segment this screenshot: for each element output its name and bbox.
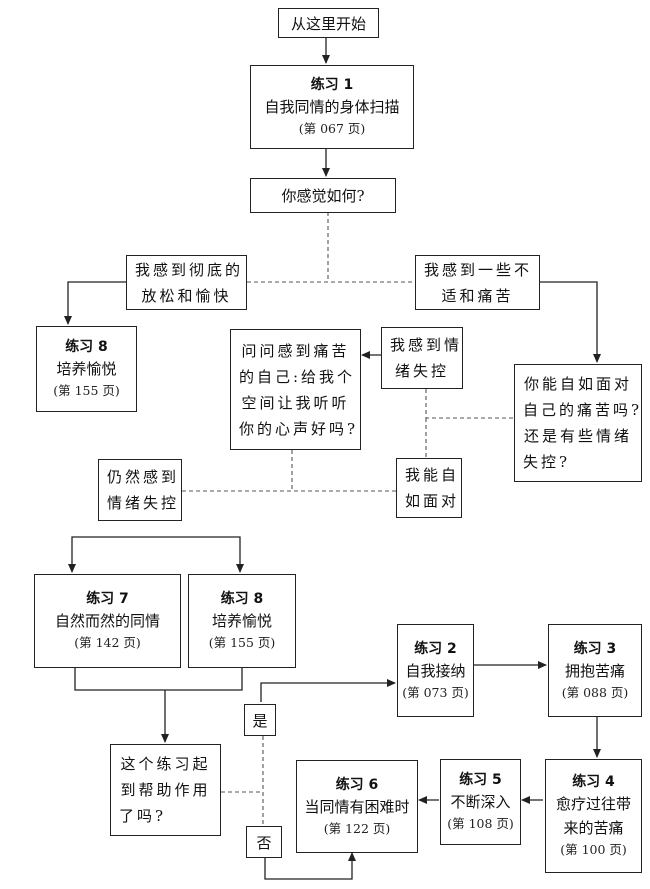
exercise-5-title: 练习 5 xyxy=(459,772,502,788)
helped-line-1: 这个练习起 xyxy=(120,755,211,773)
can-face-line-2: 如面对 xyxy=(405,492,460,510)
did-it-help-box: 这个练习起 到帮助作用 了吗? xyxy=(110,744,221,836)
discomfort-line-1: 我感到一些不 xyxy=(424,260,533,279)
exercise-2-box: 练习 2 自我接纳 (第 073 页) xyxy=(397,624,474,717)
exercise-2-name: 自我接纳 xyxy=(405,661,466,680)
start-box: 从这里开始 xyxy=(278,8,379,38)
exercise-8-top-name: 培养愉悦 xyxy=(56,360,117,378)
exercise-4-title: 练习 4 xyxy=(572,774,615,790)
exercise-1-box: 练习 1 自我同情的身体扫描 (第 067 页) xyxy=(250,65,414,149)
face-line-4: 失控? xyxy=(523,453,571,471)
exercise-1-title: 练习 1 xyxy=(310,77,354,93)
arrow-relaxed-to-ex8 xyxy=(64,281,126,325)
ask-line-1: 问问感到痛苦 xyxy=(241,341,350,360)
exercise-7-page: (第 142 页) xyxy=(74,635,141,650)
relaxed-line-1: 我感到彻底的 xyxy=(135,260,244,279)
ask-suffering-self-box: 问问感到痛苦 的自己:给我个 空间让我听听 你的心声好吗? xyxy=(230,329,361,450)
exercise-8-mid-name: 培养愉悦 xyxy=(211,612,272,630)
relaxed-box: 我感到彻底的 放松和愉快 xyxy=(126,255,247,310)
discomfort-box: 我感到一些不 适和痛苦 xyxy=(415,255,540,310)
arrow-yes-to-ex2 xyxy=(260,679,396,702)
still-overwhelmed-box: 仍然感到 情绪失控 xyxy=(98,459,182,521)
exercise-7-box: 练习 7 自然而然的同情 (第 142 页) xyxy=(34,574,181,668)
exercise-8-top-title: 练习 8 xyxy=(65,339,108,355)
exercise-3-box: 练习 3 拥抱苦痛 (第 088 页) xyxy=(548,624,642,717)
exercise-6-box: 练习 6 当同情有困难时 (第 122 页) xyxy=(296,760,418,853)
discomfort-line-2: 适和痛苦 xyxy=(441,286,514,305)
helped-line-3: 了吗? xyxy=(119,807,167,825)
can-you-face-box: 你能自如面对 自己的痛苦吗? 还是有些情绪 失控? xyxy=(514,364,642,482)
exercise-4-page: (第 100 页) xyxy=(560,842,627,857)
exercise-6-page: (第 122 页) xyxy=(323,820,391,836)
exercise-4-name-line-2: 来的苦痛 xyxy=(563,819,624,837)
exercise-6-name: 当同情有困难时 xyxy=(304,797,410,816)
exercise-2-title: 练习 2 xyxy=(414,640,457,657)
yes-label-box: 是 xyxy=(244,704,276,736)
still-line-2: 情绪失控 xyxy=(107,494,180,512)
arrow-no-to-ex6 xyxy=(264,852,356,880)
how-do-you-feel-box: 你感觉如何? xyxy=(250,178,396,213)
exercise-3-title: 练习 3 xyxy=(573,640,617,657)
arrow-still-to-ex7 xyxy=(68,536,100,573)
helped-line-2: 到帮助作用 xyxy=(120,781,211,799)
exercise-3-name: 拥抱苦痛 xyxy=(564,661,625,680)
exercise-7-name: 自然而然的同情 xyxy=(54,612,160,630)
dash-overwhelmed-faceq xyxy=(425,389,514,419)
face-line-3: 还是有些情绪 xyxy=(523,427,632,445)
arrow-discomfort-to-faceq xyxy=(540,281,601,363)
exercise-1-page: (第 067 页) xyxy=(298,121,366,136)
exercise-4-box: 练习 4 愈疗过往带 来的苦痛 (第 100 页) xyxy=(545,759,642,873)
face-line-2: 自己的痛苦吗? xyxy=(523,401,643,419)
exercise-8-mid-title: 练习 8 xyxy=(220,591,264,607)
exercise-3-page: (第 088 页) xyxy=(561,684,629,700)
exercise-2-page: (第 073 页) xyxy=(402,684,469,700)
arrow-still-to-ex8b xyxy=(100,536,244,573)
exercise-6-title: 练习 6 xyxy=(335,776,379,793)
still-line-1: 仍然感到 xyxy=(107,468,180,486)
exercise-8-top-page: (第 155 页) xyxy=(53,383,120,398)
can-face-line-1: 我能自 xyxy=(405,466,460,484)
overwhelmed-line-1: 我感到情 xyxy=(390,336,463,354)
line-ex7-ex8-merge xyxy=(74,668,243,691)
can-face-box: 我能自 如面对 xyxy=(396,458,462,518)
exercise-5-name: 不断深入 xyxy=(450,793,511,811)
exercise-8-box-top: 练习 8 培养愉悦 (第 155 页) xyxy=(36,326,137,412)
exercise-5-page: (第 108 页) xyxy=(447,816,514,831)
exercise-1-name: 自我同情的身体扫描 xyxy=(264,98,400,116)
exercise-4-name-line-1: 愈疗过往带 xyxy=(555,795,631,813)
overwhelmed-box: 我感到情 绪失控 xyxy=(381,327,463,389)
ask-line-3: 空间让我听听 xyxy=(241,393,350,412)
exercise-7-title: 练习 7 xyxy=(86,591,129,607)
exercise-8-mid-page: (第 155 页) xyxy=(208,635,276,650)
face-line-1: 你能自如面对 xyxy=(523,375,632,393)
ask-line-4: 你的心声好吗? xyxy=(239,419,359,438)
exercise-5-box: 练习 5 不断深入 (第 108 页) xyxy=(440,759,521,845)
ask-line-2: 的自己:给我个 xyxy=(239,367,356,386)
relaxed-line-2: 放松和愉快 xyxy=(141,286,232,305)
exercise-8-box-mid: 练习 8 培养愉悦 (第 155 页) xyxy=(188,574,296,668)
overwhelmed-line-2: 绪失控 xyxy=(394,362,449,380)
no-label-box: 否 xyxy=(246,826,282,858)
